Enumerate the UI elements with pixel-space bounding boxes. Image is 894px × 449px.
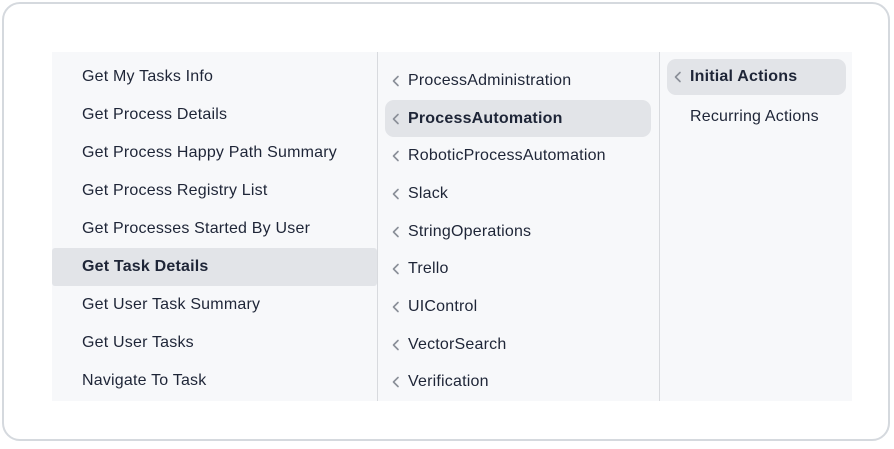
menu-item-recurring-actions[interactable]: Recurring Actions — [667, 99, 846, 135]
menu-item-label: Get User Task Summary — [82, 296, 261, 313]
menu-item-get-user-tasks[interactable]: Get User Tasks — [52, 324, 377, 362]
menu-item-label: StringOperations — [408, 222, 532, 240]
menu-item-label: Get My Tasks Info — [82, 68, 214, 85]
menu-item-slack[interactable]: Slack — [385, 175, 651, 213]
chevron-left-icon — [391, 301, 401, 313]
menu-item-label: UIControl — [408, 297, 478, 315]
chevron-left-icon — [391, 339, 401, 351]
menu-item-label: Get Process Registry List — [82, 182, 268, 199]
chevron-left-icon — [391, 188, 401, 200]
menu-item-processautomation[interactable]: ProcessAutomation — [385, 99, 651, 138]
menu-item-trello[interactable]: Trello — [385, 250, 651, 288]
menu-item-label: Initial Actions — [690, 68, 798, 85]
menu-item-label: VectorSearch — [408, 335, 507, 353]
menu-item-label: Trello — [408, 260, 449, 278]
menu-item-navigate-to-task[interactable]: Navigate To Task — [52, 362, 377, 400]
menu-item-label: Verification — [408, 373, 489, 391]
menu-item-get-user-task-summary[interactable]: Get User Task Summary — [52, 286, 377, 324]
menu-item-label: ProcessAdministration — [408, 71, 572, 89]
menu-item-get-processes-started-by-user[interactable]: Get Processes Started By User — [52, 210, 377, 248]
menu-item-label: Slack — [408, 184, 449, 202]
menu-item-label: ProcessAutomation — [408, 109, 563, 127]
menu-item-get-task-details[interactable]: Get Task Details — [52, 248, 377, 286]
menu-item-label: Get Processes Started By User — [82, 220, 311, 237]
chevron-left-icon — [673, 71, 683, 83]
menu-item-label: Get Task Details — [82, 258, 209, 275]
chevron-left-icon — [391, 263, 401, 275]
menu-item-label: Recurring Actions — [690, 108, 819, 125]
chevron-left-icon — [391, 113, 401, 125]
menu-item-initial-actions[interactable]: Initial Actions — [667, 59, 846, 95]
menu-item-vectorsearch[interactable]: VectorSearch — [385, 326, 651, 364]
menu-item-uicontrol[interactable]: UIControl — [385, 288, 651, 326]
menu-item-get-process-registry-list[interactable]: Get Process Registry List — [52, 172, 377, 210]
menu-item-label: Get Process Details — [82, 106, 228, 123]
menu-item-get-process-happy-path-summary[interactable]: Get Process Happy Path Summary — [52, 134, 377, 172]
menu-item-label: Get Process Happy Path Summary — [82, 144, 337, 161]
chevron-left-icon — [391, 75, 401, 87]
chevron-left-icon — [391, 226, 401, 238]
menu-item-label: Get User Tasks — [82, 334, 194, 351]
menu-item-processadministration[interactable]: ProcessAdministration — [385, 62, 651, 100]
menu-item-get-process-details[interactable]: Get Process Details — [52, 96, 377, 134]
menu-item-label: RoboticProcessAutomation — [408, 147, 606, 165]
column-divider-1 — [377, 52, 378, 401]
menu-item-verification[interactable]: Verification — [385, 364, 651, 402]
menu-item-get-my-tasks-info[interactable]: Get My Tasks Info — [52, 58, 377, 96]
chevron-left-icon — [391, 150, 401, 162]
column-divider-2 — [659, 52, 660, 401]
menu-item-roboticprocessautomation[interactable]: RoboticProcessAutomation — [385, 137, 651, 175]
chevron-left-icon — [391, 376, 401, 388]
menu-item-label: Navigate To Task — [82, 372, 207, 389]
menu-item-stringoperations[interactable]: StringOperations — [385, 213, 651, 251]
